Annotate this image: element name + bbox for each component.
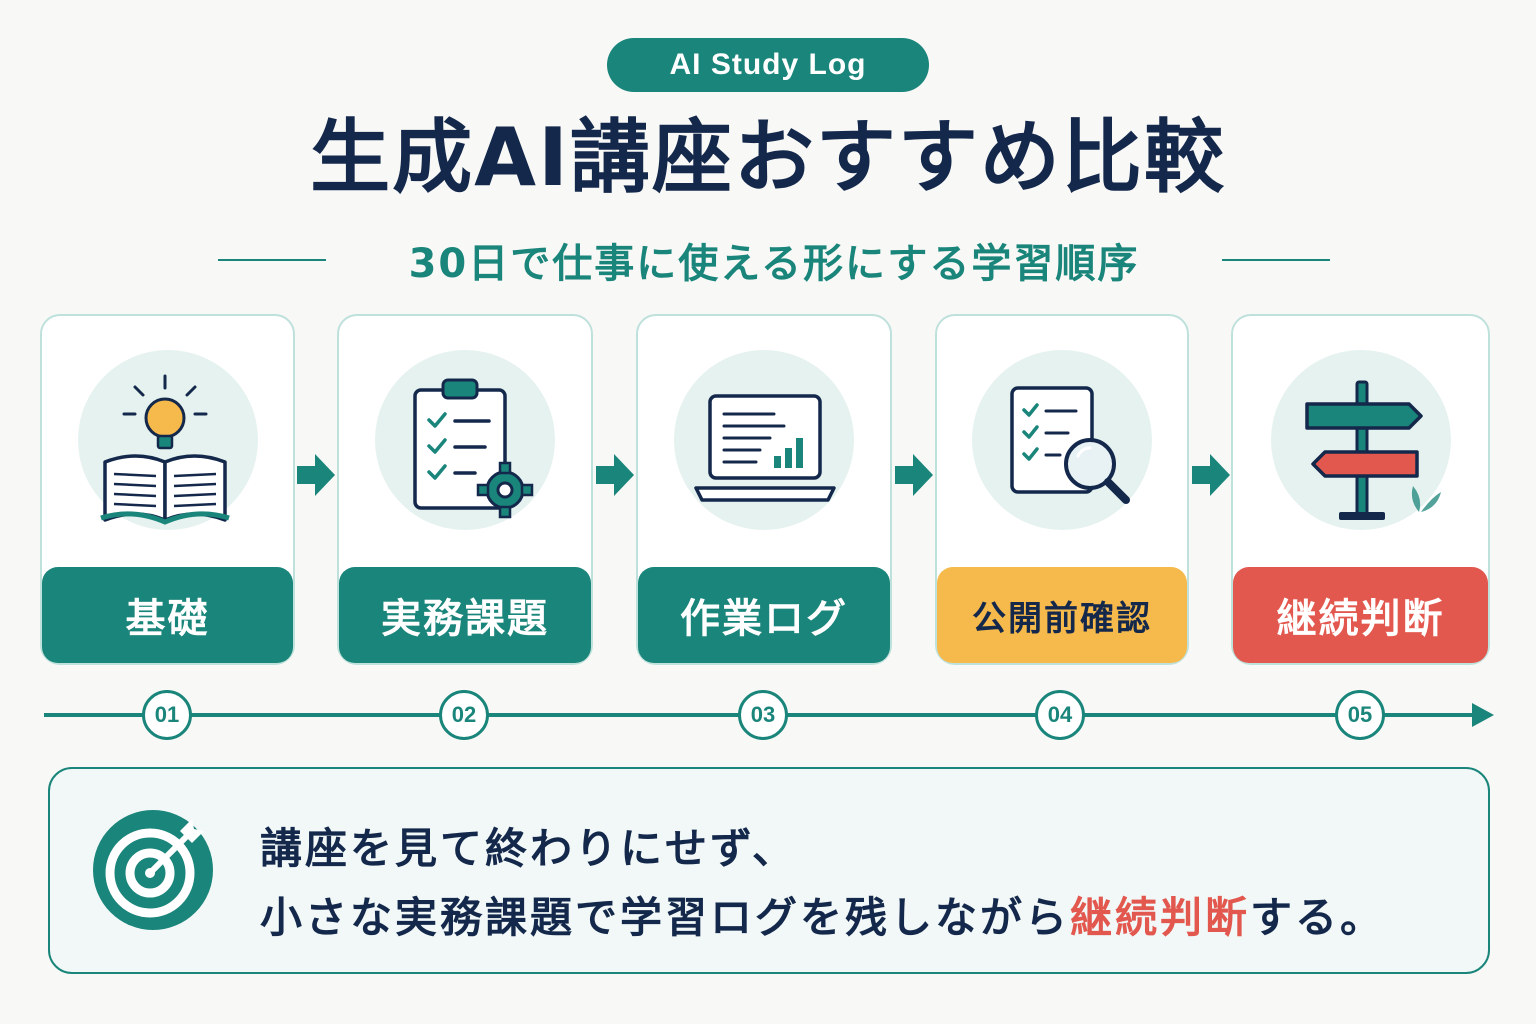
step-arrow-icon (596, 454, 634, 496)
badge: AI Study Log (607, 38, 929, 92)
subtitle-rule-right (1222, 259, 1330, 261)
target-arrow-icon (93, 810, 213, 930)
step-number: 04 (1035, 690, 1085, 740)
summary-box: 講座を見て終わりにせず、 小さな実務課題で学習ログを残しながら継続判断する。 (48, 767, 1490, 974)
step-card-pre-publish-check: 公開前確認 (935, 314, 1189, 665)
step-number: 01 (142, 690, 192, 740)
step-label: 基礎 (42, 567, 293, 663)
step-number: 05 (1335, 690, 1385, 740)
step-arrow-icon (297, 454, 335, 496)
step-card-work-log: 作業ログ (636, 314, 892, 665)
summary-text: 小さな実務課題で学習ログを残しながら (260, 893, 1071, 942)
step-card-basics: 基礎 (40, 314, 295, 665)
step-label: 作業ログ (638, 567, 890, 663)
page-title: 生成AI講座おすすめ比較 (310, 111, 1226, 204)
timeline-arrowhead-icon (1472, 703, 1494, 727)
step-label: 公開前確認 (937, 567, 1187, 663)
summary-line-2: 小さな実務課題で学習ログを残しながら継続判断する。 (260, 884, 1385, 945)
book-lightbulb-icon (77, 350, 258, 530)
laptop-chart-icon (674, 350, 854, 530)
step-card-practical-tasks: 実務課題 (337, 314, 593, 665)
step-number: 02 (439, 690, 489, 740)
step-number: 03 (738, 690, 788, 740)
signpost-icon (1270, 350, 1451, 530)
step-label: 実務課題 (339, 567, 591, 663)
clipboard-checklist-gear-icon (375, 350, 555, 530)
subtitle: 30日で仕事に使える形にする学習順序 (408, 241, 1140, 287)
step-arrow-icon (1192, 454, 1230, 496)
summary-accent: 継続判断 (1070, 893, 1251, 942)
subtitle-row: 30日で仕事に使える形にする学習順序 (218, 232, 1330, 288)
document-magnifier-icon (972, 350, 1152, 530)
step-label: 継続判断 (1233, 567, 1488, 663)
summary-line-1: 講座を見て終わりにせず、 (260, 824, 798, 873)
summary-text-end: する。 (1250, 893, 1386, 942)
step-arrow-icon (895, 454, 933, 496)
step-card-continuation-decision: 継続判断 (1231, 314, 1490, 665)
subtitle-rule-left (218, 259, 326, 261)
